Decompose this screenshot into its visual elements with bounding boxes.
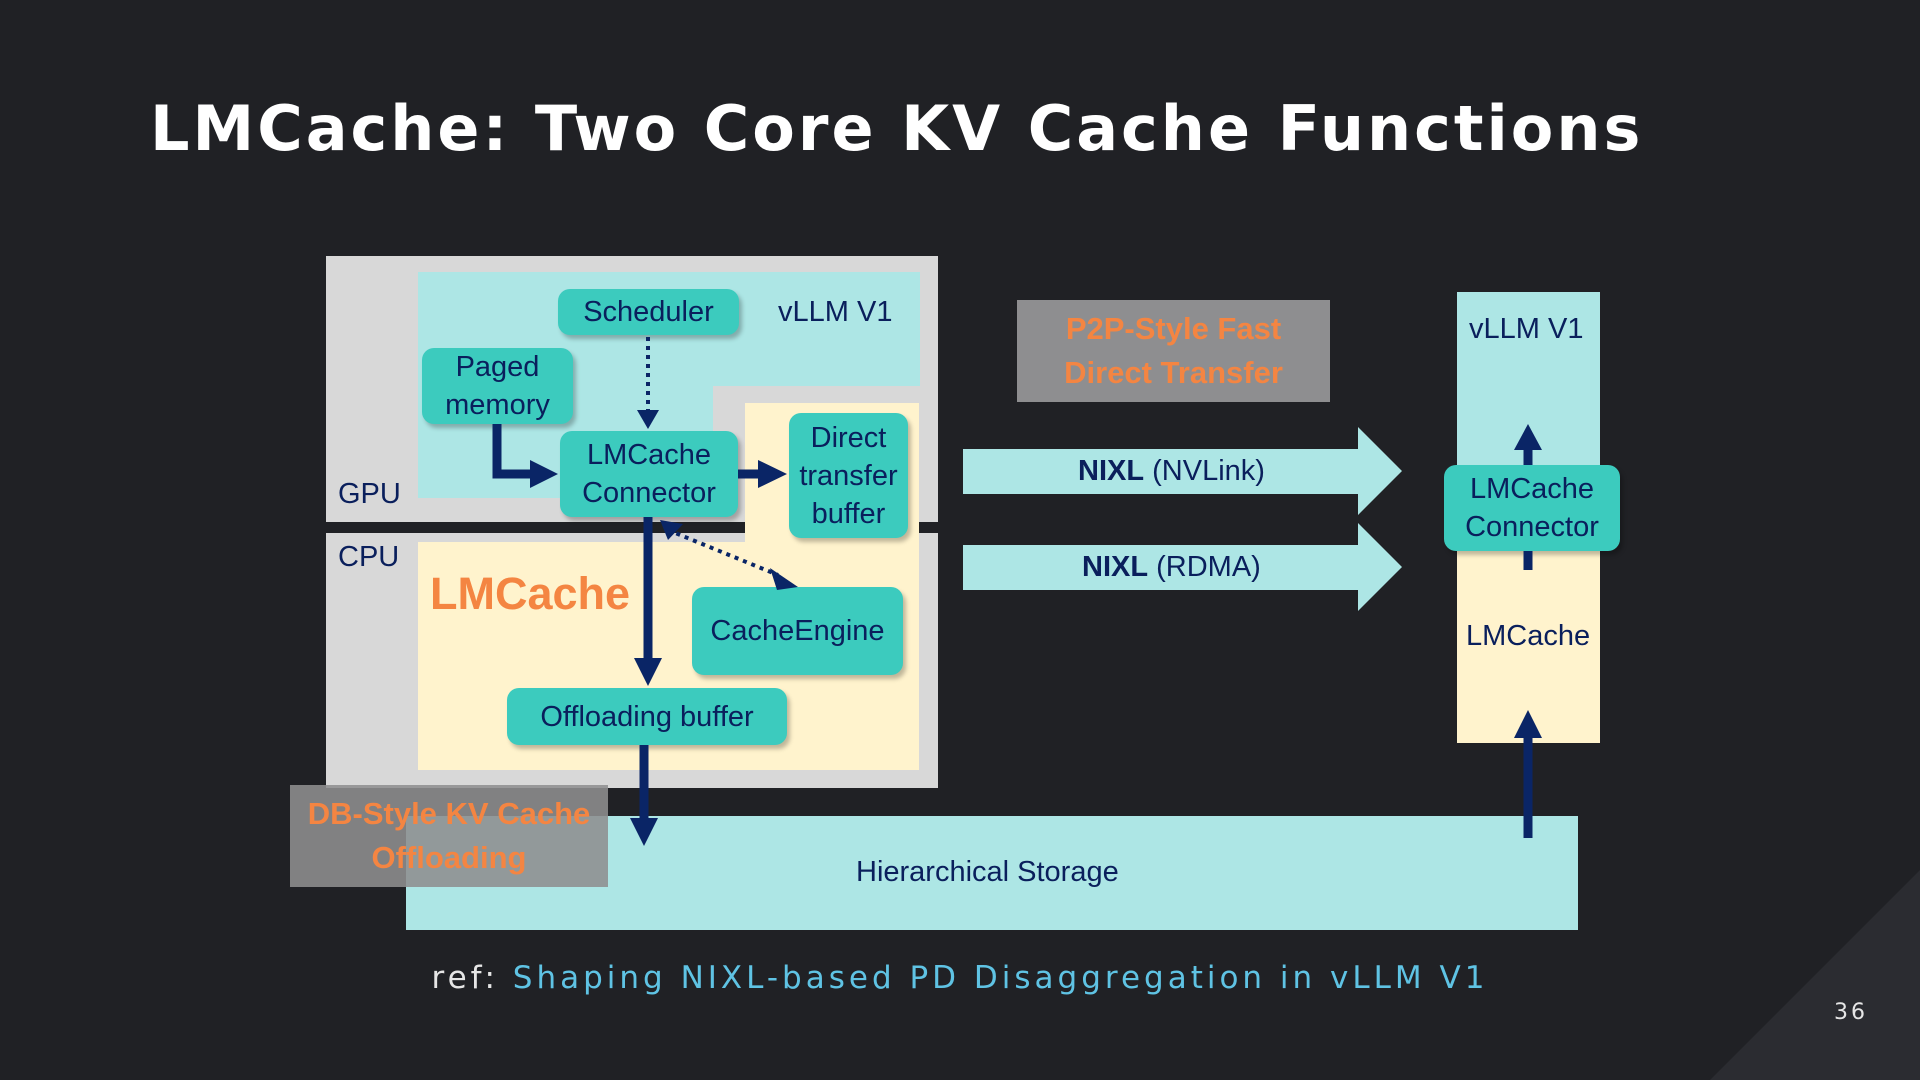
nixl-rdma-arrow <box>963 523 1402 611</box>
reference-prefix: ref: <box>431 960 499 996</box>
right-vllm-v1-label: vLLM V1 <box>1469 313 1584 345</box>
lmcache-connector-box: LMCache Connector <box>560 431 738 517</box>
scheduler-box: Scheduler <box>558 289 739 335</box>
paged-memory-box: Paged memory <box>422 348 573 424</box>
nixl-nvlink-arrow <box>963 427 1402 515</box>
reference-link[interactable]: Shaping NIXL-based PD Disaggregation in … <box>512 960 1489 996</box>
connector-to-cache-engine-arrow <box>667 528 779 577</box>
direct-transfer-buffer-box: Direct transfer buffer <box>789 413 908 538</box>
db-style-offloading-badge: DB-Style KV Cache Offloading <box>290 785 608 887</box>
page-number: 36 <box>1834 1000 1868 1025</box>
right-lmcache-region <box>1457 550 1600 743</box>
vllm-v1-label: vLLM V1 <box>778 296 893 328</box>
page-title: LMCache: Two Core KV Cache Functions <box>150 92 1644 165</box>
hierarchical-storage-label: Hierarchical Storage <box>856 856 1119 888</box>
gpu-cpu-divider <box>326 522 938 533</box>
lmcache-label: LMCache <box>430 568 631 619</box>
nixl-rdma-label: NIXL (RDMA) <box>1082 551 1261 583</box>
p2p-style-transfer-badge: P2P-Style Fast Direct Transfer <box>1017 300 1330 402</box>
paged-memory-to-connector-arrow <box>492 424 532 479</box>
nixl-nvlink-label: NIXL (NVLink) <box>1078 455 1265 487</box>
reference-line: ref: Shaping NIXL-based PD Disaggregatio… <box>0 960 1920 996</box>
right-lmcache-label: LMCache <box>1466 620 1591 652</box>
right-lmcache-connector-box: LMCache Connector <box>1444 465 1620 551</box>
gpu-label: GPU <box>338 478 401 510</box>
offloading-buffer-box: Offloading buffer <box>507 688 787 745</box>
cpu-label: CPU <box>338 541 400 573</box>
cache-engine-box: CacheEngine <box>692 587 903 675</box>
